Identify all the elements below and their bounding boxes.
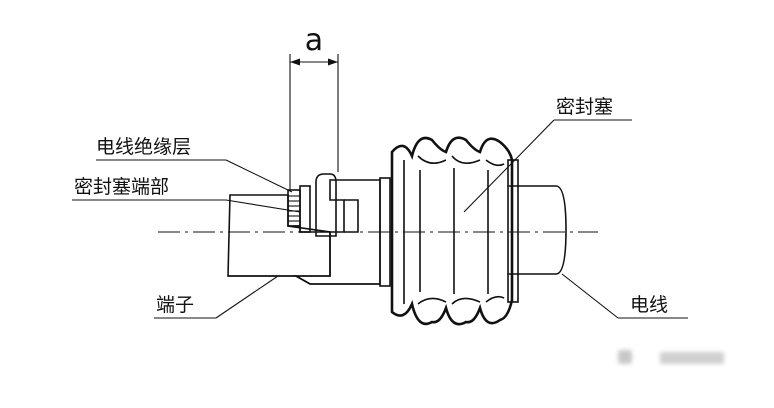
wire: [508, 185, 567, 275]
collar-outer: [315, 173, 337, 237]
label-terminal: 端子: [156, 294, 194, 316]
dimension-a: a: [289, 23, 339, 190]
label-seal-end: 密封塞端部: [74, 176, 169, 198]
leader-seal-plug: 密封塞: [463, 96, 632, 213]
seal-plug-ribs: [390, 136, 514, 326]
label-insulation: 电线绝缘层: [96, 136, 191, 158]
leader-wire: 电线: [561, 273, 688, 319]
leader-insulation: 电线绝缘层: [96, 136, 293, 193]
wire-insulation-strands: [287, 189, 301, 227]
seal-rear-cap: [507, 159, 519, 303]
watermark-blurred: [618, 350, 724, 364]
label-wire: 电线: [630, 294, 668, 316]
terminal-body: [227, 194, 331, 277]
collar-inner: [299, 185, 311, 233]
leader-terminal: 端子: [154, 275, 279, 319]
leader-seal-end: 密封塞端部: [72, 176, 301, 213]
label-seal-plug: 密封塞: [556, 96, 613, 118]
dimension-a-label: a: [305, 23, 323, 58]
